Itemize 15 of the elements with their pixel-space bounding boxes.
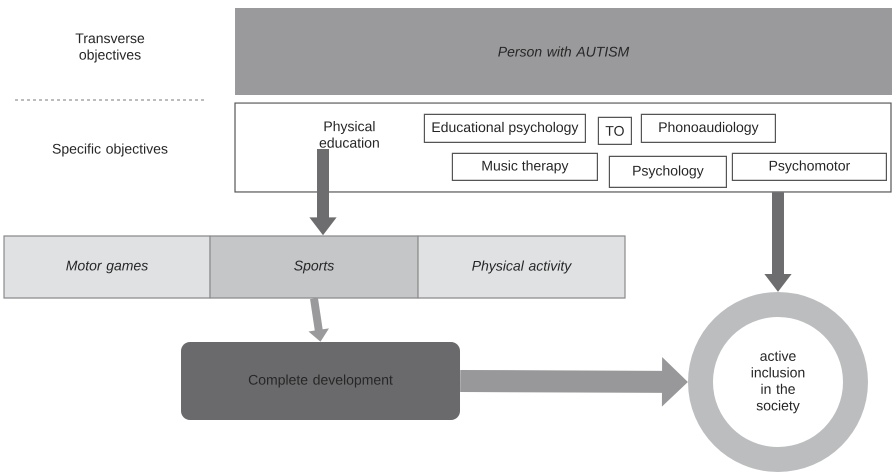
activity-cell: Physical activity [417, 235, 626, 299]
target-ring: active inclusion in the society [688, 292, 868, 472]
discipline-box: Music therapy [452, 152, 598, 181]
discipline-box: Educational psychology [424, 114, 586, 143]
activity-cell: Sports [209, 235, 419, 299]
discipline-box: TO [598, 116, 632, 145]
banner-band: Person with AUTISM [235, 8, 892, 95]
row-label: Transverse objectives [76, 33, 144, 62]
discipline-box: Psychomotor [732, 152, 887, 181]
process-box: Complete development [181, 342, 460, 420]
discipline-box: Phonoaudiology [640, 114, 776, 143]
row-label: Specific objectives [52, 143, 168, 156]
node-text: Physical education [320, 121, 379, 148]
discipline-box: Psychology [608, 156, 727, 188]
activity-cell: Motor games [3, 235, 211, 299]
